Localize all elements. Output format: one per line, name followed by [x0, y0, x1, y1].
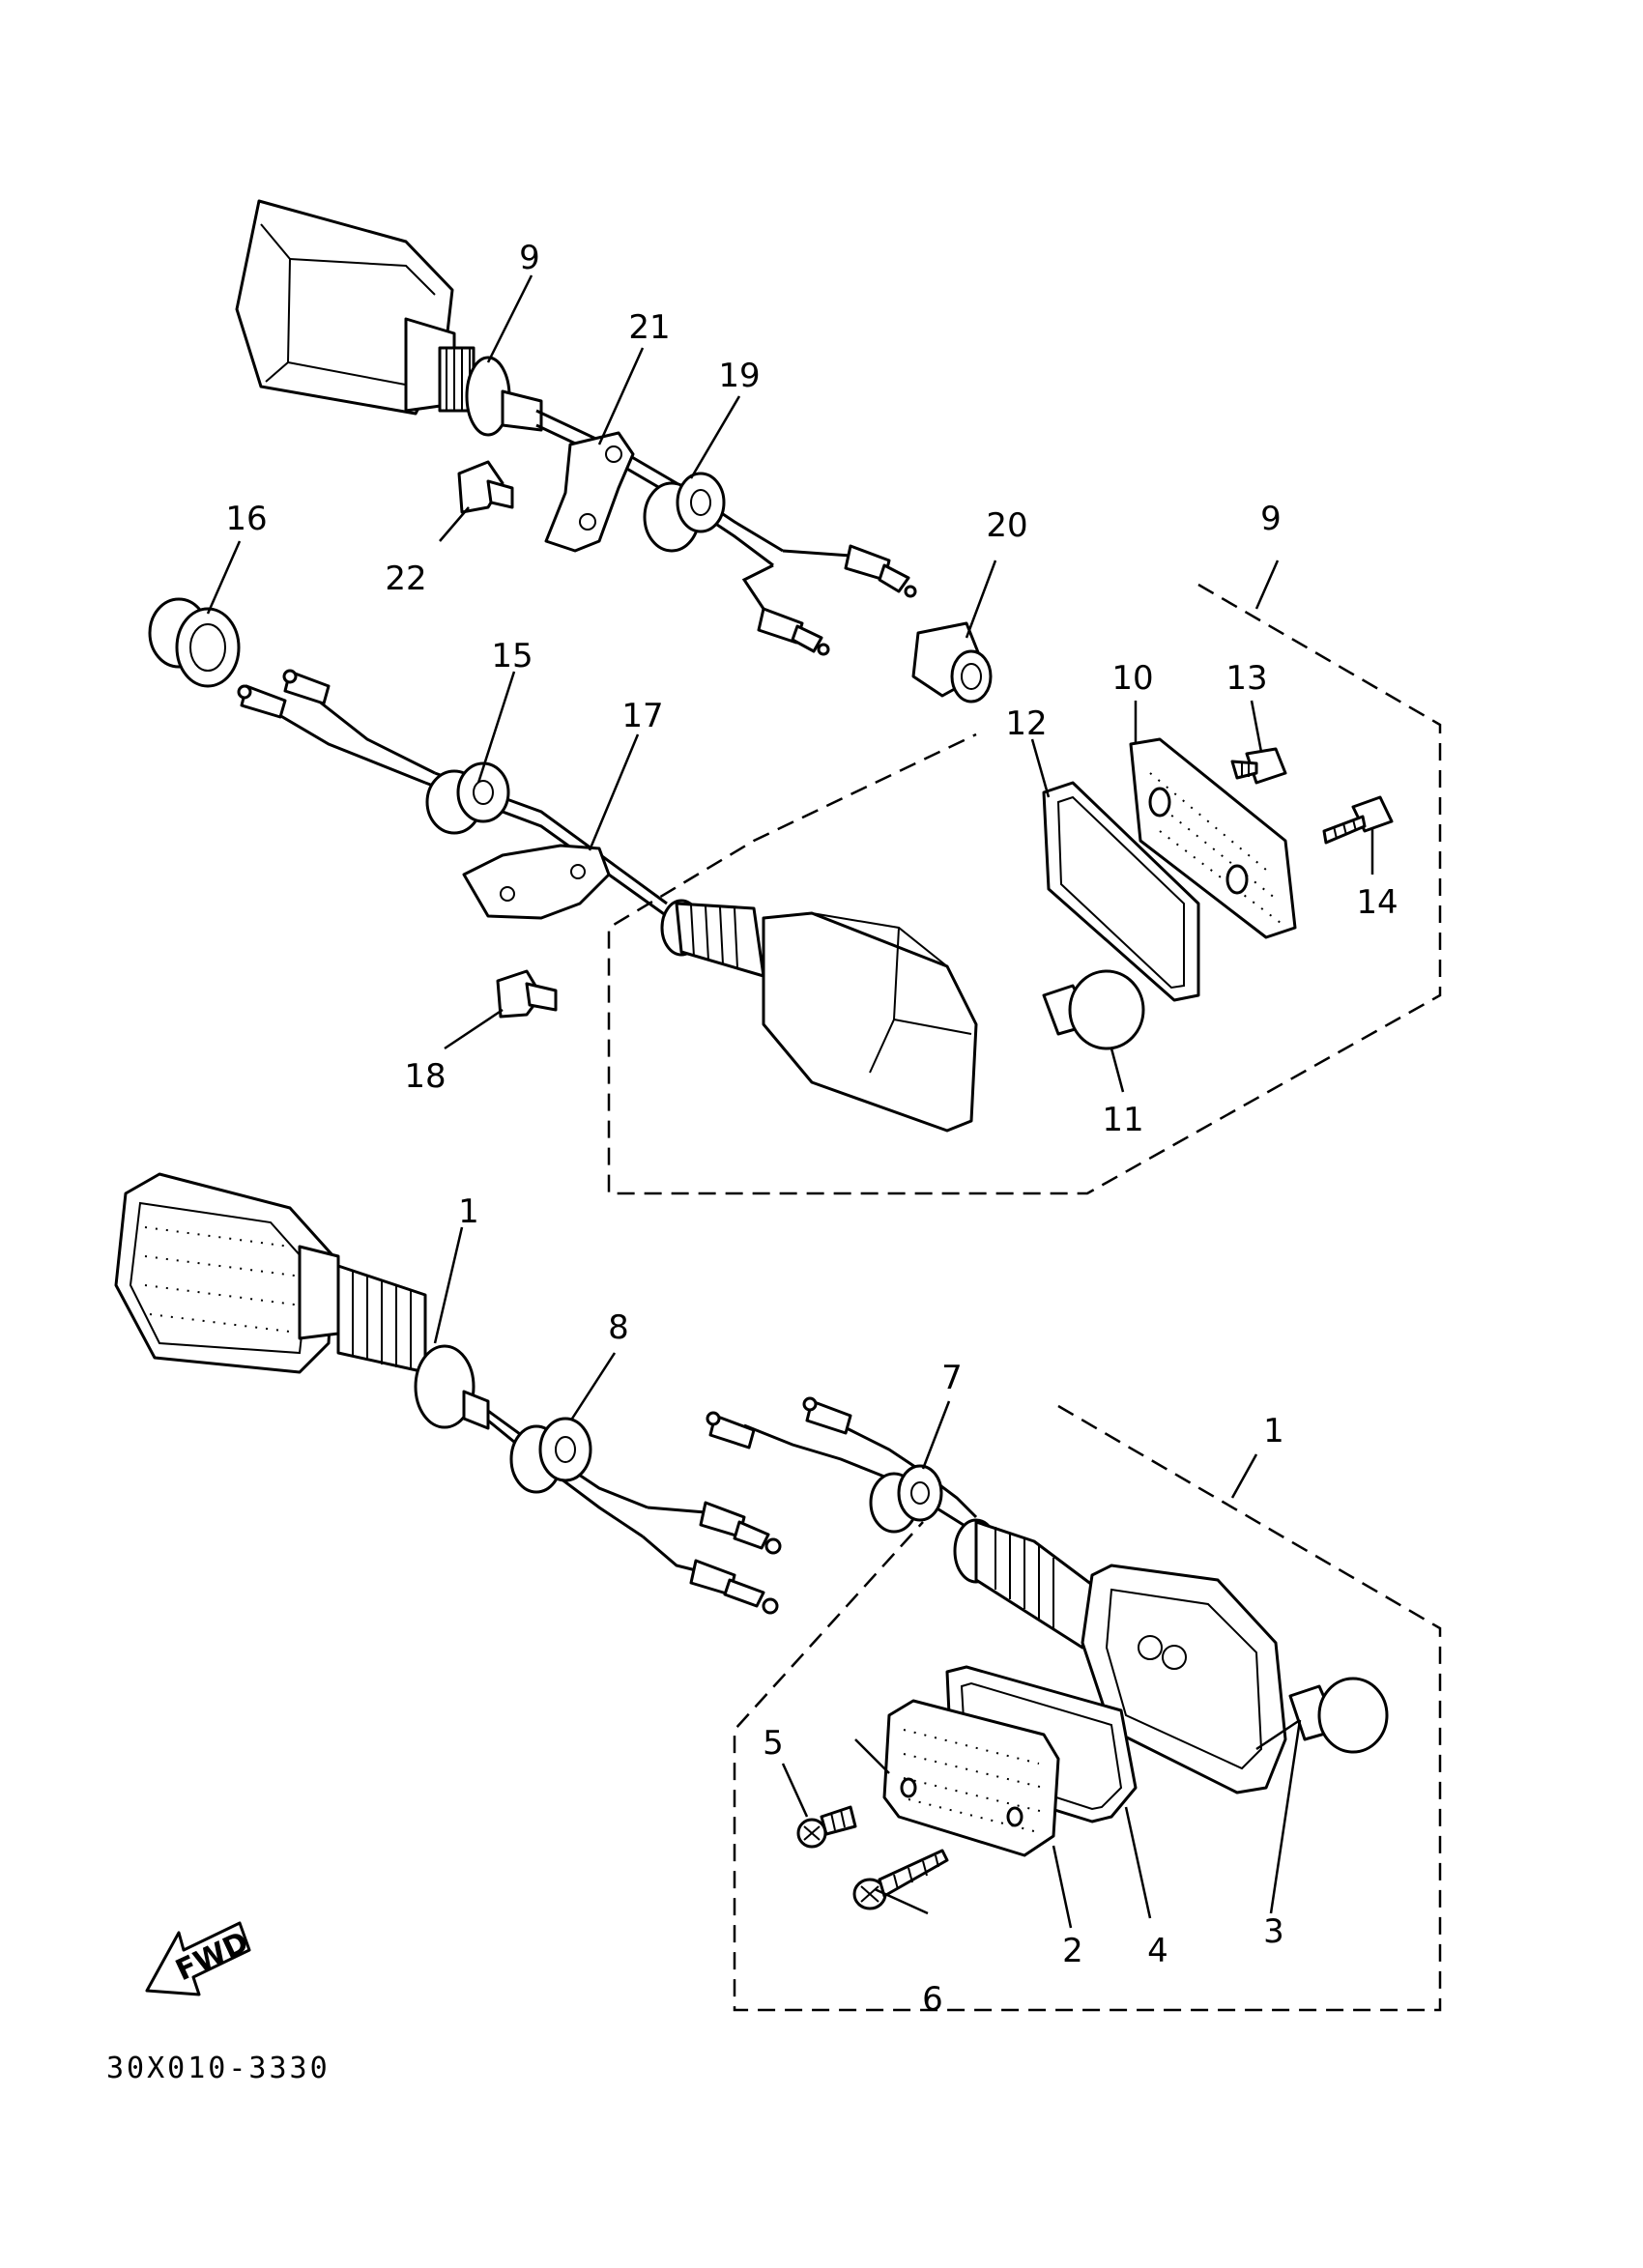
assembly-outline-1	[733, 1404, 1442, 2012]
callout-4: 4	[1147, 1932, 1168, 1970]
callout-9-box: 9	[1260, 500, 1282, 538]
lens-10	[1129, 737, 1297, 939]
grommet-20	[911, 621, 993, 703]
callout-1-box: 1	[1263, 1412, 1284, 1450]
drawing-code: 30X010-3330	[106, 2052, 331, 2085]
lens-2	[882, 1699, 1060, 1857]
leader-lines	[206, 274, 1374, 1929]
callout-3: 3	[1263, 1912, 1284, 1951]
callout-22: 22	[385, 560, 426, 598]
forward-arrow: FWD	[145, 1921, 254, 1996]
callout-9-top: 9	[519, 239, 540, 277]
callout-14: 14	[1356, 883, 1398, 922]
screw-6	[852, 1849, 949, 1910]
bulb-11	[1042, 969, 1145, 1050]
callout-19: 19	[718, 357, 760, 395]
callout-10: 10	[1111, 659, 1153, 698]
callout-18: 18	[404, 1057, 446, 1096]
grommet-16	[148, 597, 241, 688]
grommet-19	[643, 472, 726, 553]
turn-signal-assembly-bottom-left	[114, 1172, 490, 1430]
callout-6: 6	[922, 1980, 943, 2019]
callout-7: 7	[941, 1359, 963, 1397]
callout-8: 8	[608, 1308, 629, 1347]
turn-signal-assembly-top	[235, 199, 543, 437]
grommet-7	[869, 1464, 943, 1534]
callouts: 9 21 19 22 16 20 9 15 17 10 13 12 14 18 …	[225, 239, 1398, 2019]
screw-13	[1230, 747, 1287, 785]
callout-13: 13	[1225, 659, 1267, 698]
assembly-outline-9	[607, 583, 1442, 1195]
bolt-22	[457, 460, 514, 514]
turn-signal-housing-middle	[660, 899, 978, 1133]
callout-1-left: 1	[458, 1192, 479, 1231]
screw-5	[796, 1805, 857, 1849]
callout-20: 20	[986, 506, 1027, 545]
screw-14	[1322, 795, 1394, 845]
wiring-bottom-left	[487, 1409, 782, 1615]
gasket-12	[1042, 781, 1200, 1002]
wiring-bottom-right	[706, 1396, 978, 1529]
callout-2: 2	[1062, 1932, 1083, 1970]
mounting-bracket-17	[462, 844, 611, 920]
callout-17: 17	[621, 697, 663, 735]
bolt-18	[496, 969, 558, 1019]
turn-signal-housing-bottom-right	[953, 1518, 1287, 1794]
bulb-3	[1288, 1677, 1389, 1754]
grommet-15	[425, 761, 510, 835]
callout-5: 5	[763, 1724, 784, 1763]
callout-12: 12	[1005, 704, 1047, 743]
callout-15: 15	[491, 637, 533, 675]
callout-21: 21	[628, 308, 670, 347]
grommet-8	[509, 1417, 592, 1494]
callout-16: 16	[225, 500, 267, 538]
callout-11: 11	[1102, 1101, 1143, 1139]
